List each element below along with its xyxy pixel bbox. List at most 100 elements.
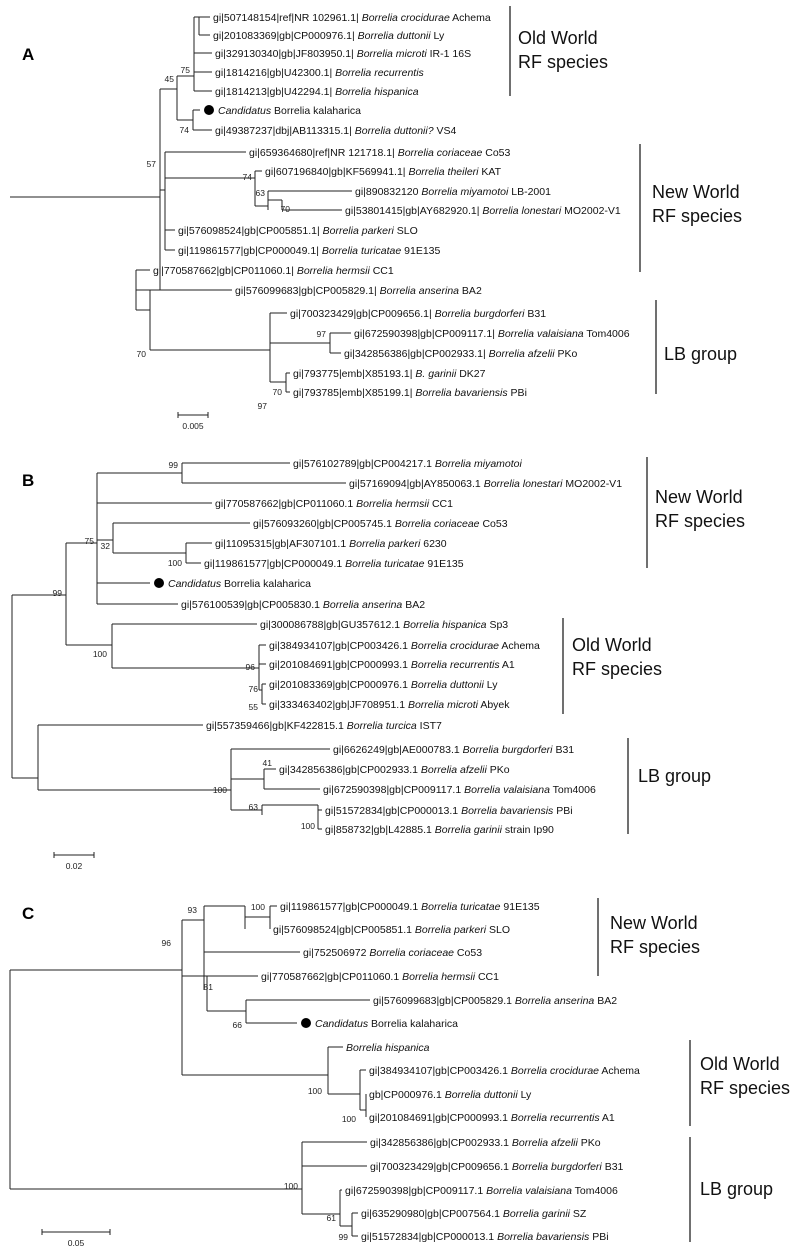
leaf-accession: gi|201083369|gb|CP000976.1: [269, 679, 411, 691]
leaf-species: Borrelia microti: [408, 699, 479, 711]
leaf-label: gi|576099683|gb|CP005829.1| Borrelia ans…: [235, 285, 482, 297]
leaf-accession: gi|1814213|gb|U42294.1|: [215, 86, 335, 98]
leaf-label: gi|119861577|gb|CP000049.1 Borrelia turi…: [280, 901, 540, 913]
leaf-strain: 91E135: [401, 245, 440, 257]
leaf-accession: gi|201084691|gb|CP000993.1: [269, 659, 411, 671]
leaf-strain: 6230: [420, 538, 446, 550]
leaf-label: gi|576100539|gb|CP005830.1 Borrelia anse…: [181, 599, 425, 611]
bootstrap-value: 76: [249, 684, 259, 694]
leaf-label: gi|659364680|ref|NR 121718.1| Borrelia c…: [249, 147, 511, 159]
leaf-species: Borrelia anserina: [323, 599, 403, 611]
leaf-accession: gi|770587662|gb|CP011060.1: [261, 971, 402, 983]
leaf-strain: PKo: [487, 764, 510, 776]
leaf-label: gi|576099683|gb|CP005829.1 Borrelia anse…: [373, 995, 617, 1007]
leaf-accession: gi|576098524|gb|CP005851.1|: [178, 225, 323, 237]
leaf-accession: gi|672590398|gb|CP009117.1|: [354, 328, 498, 340]
leaf-accession: gi|700323429|gb|CP009656.1|: [290, 308, 435, 320]
group-label: New World: [652, 182, 740, 202]
leaf-accession: gi|49387237|dbj|AB113315.1|: [215, 125, 355, 137]
leaf-label: gi|890832120 Borrelia miyamotoi LB-2001: [355, 186, 551, 198]
leaf-species: Borrelia anserina: [380, 285, 460, 297]
bootstrap-value: 100: [168, 558, 182, 568]
leaf-species: Borrelia duttonii: [411, 679, 485, 691]
panel-a: Agi|507148154|ref|NR 102961.1| Borrelia …: [10, 6, 742, 431]
leaf-species: Borrelia recurrentis: [335, 67, 424, 79]
leaf-species: Borrelia recurrentis: [511, 1112, 600, 1124]
leaf-species: B. garinii: [415, 368, 457, 380]
leaf-strain: IST7: [417, 720, 442, 732]
bootstrap-value: 63: [256, 188, 266, 198]
leaf-strain: Sp3: [487, 619, 509, 631]
leaf-accession: gi|342856386|gb|CP002933.1: [370, 1137, 512, 1149]
leaf-species: Borrelia duttonii: [358, 30, 432, 42]
group-label: Old World: [700, 1054, 780, 1074]
group-label: New World: [655, 487, 743, 507]
bootstrap-value: 99: [169, 460, 179, 470]
leaf-accession: gi|752506972: [303, 947, 369, 959]
leaf-label: gi|576093260|gb|CP005745.1 Borrelia cori…: [253, 518, 508, 530]
bootstrap-value: 99: [339, 1232, 349, 1242]
leaf-strain: Achema: [499, 640, 540, 652]
leaf-strain: SLO: [486, 924, 510, 936]
leaf-accession: gi|890832120: [355, 186, 421, 198]
leaf-label: gi|635290980|gb|CP007564.1 Borrelia gari…: [361, 1208, 587, 1220]
scale-label: 0.05: [68, 1238, 85, 1248]
leaf-accession: gi|659364680|ref|NR 121718.1|: [249, 147, 398, 159]
bootstrap-value: 70: [281, 204, 291, 214]
leaf-label: gi|1814216|gb|U42300.1| Borrelia recurre…: [215, 67, 425, 79]
leaf-species: Borrelia hermsii: [356, 498, 430, 510]
leaf-accession: gi|119861577|gb|CP000049.1|: [178, 245, 322, 257]
group-label: RF species: [652, 206, 742, 226]
leaf-strain: SLO: [394, 225, 418, 237]
panel-label: A: [22, 45, 34, 64]
leaf-label: gi|53801415|gb|AY682920.1| Borrelia lone…: [345, 205, 621, 217]
bootstrap-value: 70: [273, 387, 283, 397]
bootstrap-value: 55: [249, 702, 259, 712]
panel-label: B: [22, 471, 34, 490]
leaf-label: gi|342856386|gb|CP002933.1 Borrelia afze…: [370, 1137, 601, 1149]
leaf-label: gi|342856386|gb|CP002933.1 Borrelia afze…: [279, 764, 510, 776]
leaf-accession: gi|576098524|gb|CP005851.1: [273, 924, 415, 936]
leaf-label: gi|119861577|gb|CP000049.1| Borrelia tur…: [178, 245, 440, 257]
leaf-accession: gi|858732|gb|L42885.1: [325, 824, 435, 836]
bootstrap-value: 75: [85, 536, 95, 546]
leaf-species: Borrelia duttonii?: [355, 125, 434, 137]
leaf-species: Borrelia coriaceae: [398, 147, 483, 159]
leaf-label: gi|576098524|gb|CP005851.1| Borrelia par…: [178, 225, 418, 237]
leaf-strain: Achema: [450, 12, 491, 24]
leaf-species: Borrelia burgdorferi: [435, 308, 526, 320]
bootstrap-value: 75: [181, 65, 191, 75]
leaf-species: Borrelia anserina: [515, 995, 595, 1007]
leaf-accession: gi|6626249|gb|AE000783.1: [333, 744, 463, 756]
leaf-species: Borrelia coriaceae: [369, 947, 454, 959]
bootstrap-value: 93: [188, 905, 198, 915]
leaf-accession: gi|672590398|gb|CP009117.1: [323, 784, 464, 796]
leaf-species: Candidatus: [168, 578, 222, 590]
leaf-species: Borrelia afzelii: [512, 1137, 579, 1149]
leaf-strain: Tom4006: [584, 328, 630, 340]
leaf-label: gi|201083369|gb|CP000976.1 Borrelia dutt…: [269, 679, 498, 691]
bootstrap-value: 63: [249, 802, 259, 812]
bootstrap-value: 70: [137, 349, 147, 359]
leaf-label: gi|384934107|gb|CP003426.1 Borrelia croc…: [269, 640, 540, 652]
leaf-species: Borrelia theileri: [408, 166, 479, 178]
leaf-accession: gi|119861577|gb|CP000049.1: [204, 558, 345, 570]
leaf-label: gi|51572834|gb|CP000013.1 Borrelia bavar…: [361, 1231, 609, 1243]
leaf-species: Borrelia miyamotoi: [421, 186, 509, 198]
kalaharica-marker: [204, 105, 214, 115]
leaf-label: gi|201083369|gb|CP000976.1| Borrelia dut…: [213, 30, 445, 42]
bootstrap-value: 81: [204, 982, 214, 992]
leaf-accession: gi|507148154|ref|NR 102961.1|: [213, 12, 362, 24]
scale-label: 0.02: [66, 861, 83, 871]
bootstrap-value: 61: [327, 1213, 337, 1223]
leaf-label: gi|770587662|gb|CP011060.1 Borrelia herm…: [215, 498, 453, 510]
leaf-label: gi|1814213|gb|U42294.1| Borrelia hispani…: [215, 86, 419, 98]
bootstrap-value: 96: [246, 662, 256, 672]
leaf-species: Borrelia valaisiana: [464, 784, 550, 796]
leaf-strain: Co53: [454, 947, 482, 959]
panel-label: C: [22, 904, 34, 923]
leaf-species: Borrelia miyamotoi: [435, 458, 523, 470]
leaf-accession: gi|329130340|gb|JF803950.1|: [215, 48, 357, 60]
leaf-strain: MO2002-V1: [563, 478, 623, 490]
group-label: RF species: [572, 659, 662, 679]
